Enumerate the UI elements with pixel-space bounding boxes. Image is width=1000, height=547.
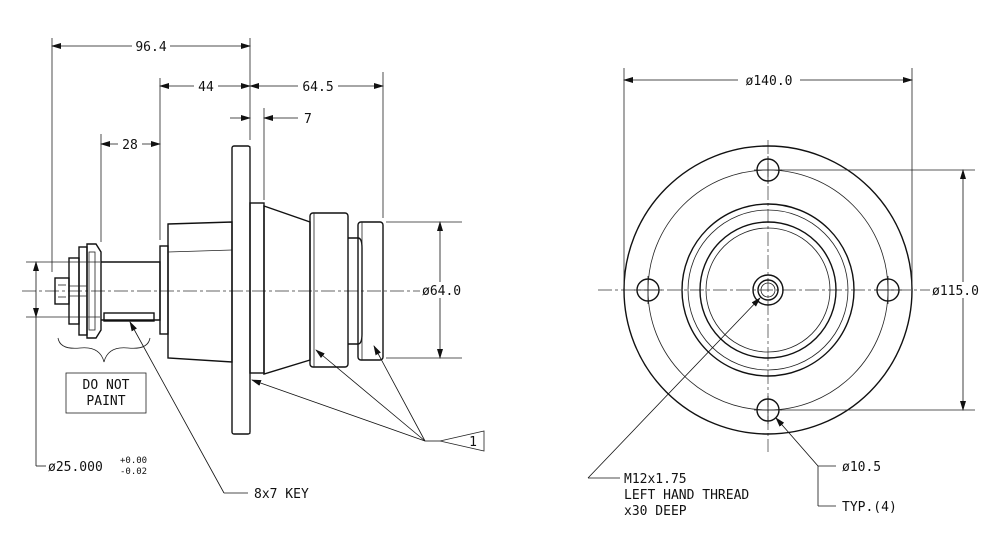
thread-callout: M12x1.75 LEFT HAND THREAD x30 DEEP bbox=[587, 297, 761, 519]
paint-note-line1: DO NOT bbox=[83, 378, 130, 393]
flag-note-callout: 1 bbox=[251, 345, 485, 452]
side-view: 96.4 44 64.5 7 28 bbox=[22, 38, 485, 502]
hub-outer-ring bbox=[681, 203, 855, 377]
threaded-hole bbox=[757, 279, 779, 301]
key-callout: 8x7 KEY bbox=[129, 321, 309, 502]
dim-flange-step-label: 7 bbox=[304, 112, 312, 127]
flag-note-number: 1 bbox=[469, 435, 477, 450]
housing-body bbox=[263, 205, 384, 375]
hub-inner-ring bbox=[687, 209, 849, 371]
dim-flange-step: 7 bbox=[230, 108, 312, 200]
dim-shaft-length: 28 bbox=[100, 134, 161, 242]
bolt-hole-centermarks bbox=[634, 156, 902, 424]
dim-shaft-tol-lower: -0.02 bbox=[120, 467, 147, 477]
dim-outer-diameter-label: ø64.0 bbox=[422, 284, 461, 299]
hole-qty-label: TYP.(4) bbox=[842, 500, 897, 515]
dim-flange-diameter-label: ø140.0 bbox=[746, 74, 793, 89]
thread-spec-line3: x30 DEEP bbox=[624, 504, 687, 519]
key-note-label: 8x7 KEY bbox=[254, 487, 309, 502]
hole-diameter-label: ø10.5 bbox=[842, 460, 881, 475]
paint-note-line2: PAINT bbox=[86, 394, 125, 409]
dim-hub-label: 44 bbox=[198, 80, 214, 95]
dim-bolt-circle-label: ø115.0 bbox=[932, 284, 979, 299]
shaft bbox=[101, 261, 161, 322]
mounting-flange bbox=[231, 145, 265, 435]
dim-bolt-circle: ø115.0 bbox=[780, 169, 992, 411]
do-not-paint-note: DO NOT PAINT bbox=[57, 337, 151, 414]
dim-flange-diameter: ø140.0 bbox=[623, 68, 913, 288]
dim-shaft-diameter: ø25.000 +0.00 -0.02 bbox=[26, 261, 147, 477]
shaft-end bbox=[752, 274, 784, 306]
thread-spec-line2: LEFT HAND THREAD bbox=[624, 488, 749, 503]
body-outer-ring bbox=[699, 221, 837, 359]
dim-outer-diameter: ø64.0 bbox=[386, 221, 470, 359]
dim-body-label: 64.5 bbox=[302, 80, 333, 95]
dim-hub-length: 44 bbox=[159, 78, 251, 240]
bolt-hole-callout: ø10.5 TYP.(4) bbox=[775, 417, 897, 515]
body-inner-ring bbox=[705, 227, 831, 353]
dim-shaft-diameter-label: ø25.000 bbox=[48, 460, 103, 475]
dim-body-length: 64.5 bbox=[249, 72, 384, 218]
flange-outline bbox=[623, 145, 913, 435]
front-view: ø140.0 ø115.0 ø10.5 TYP.(4) M12x1.75 LEF… bbox=[587, 68, 992, 519]
thread-minor-diameter bbox=[760, 282, 776, 298]
shaft-end-nut bbox=[54, 243, 102, 339]
dim-overall-label: 96.4 bbox=[135, 40, 166, 55]
dim-overall-length: 96.4 bbox=[51, 38, 251, 272]
dim-shaft-tol-upper: +0.00 bbox=[120, 456, 147, 466]
hub-body bbox=[159, 221, 233, 363]
dim-shaft-label: 28 bbox=[122, 138, 138, 153]
thread-spec-line1: M12x1.75 bbox=[624, 472, 687, 487]
